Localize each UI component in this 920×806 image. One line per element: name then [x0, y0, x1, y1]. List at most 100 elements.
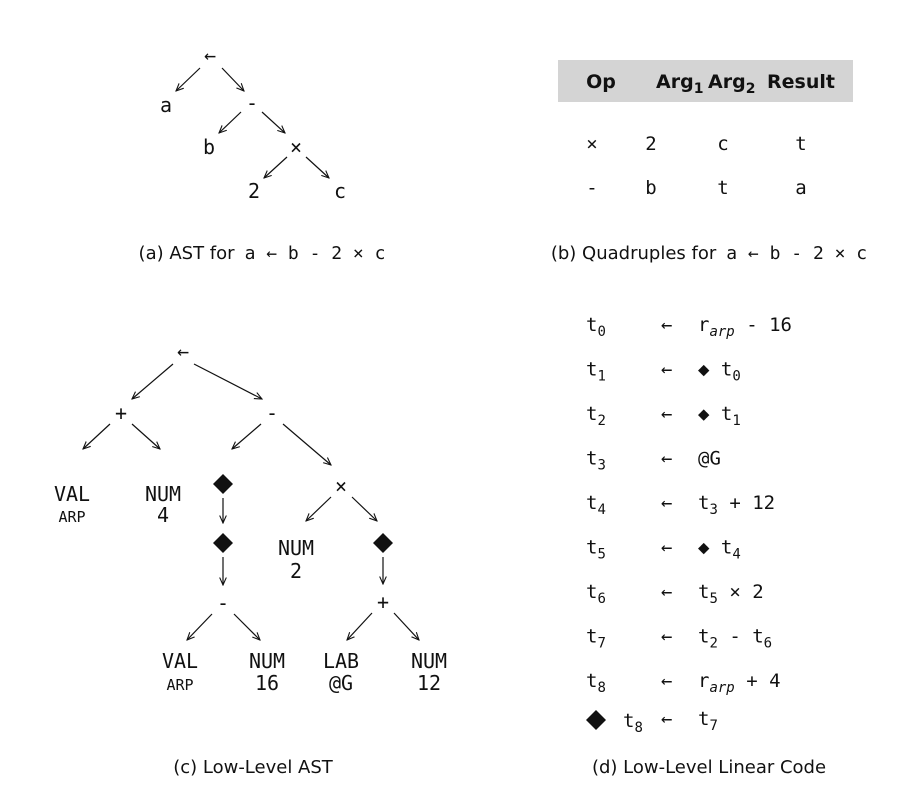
- panel-b-quadruples: Op Arg1 Arg2 Result × 2 c t - b t a (b) …: [551, 60, 867, 264]
- quad-header-op: Op: [586, 71, 616, 93]
- ast-edge: [221, 67, 244, 91]
- llast-node-at-g: @G: [329, 671, 353, 695]
- llast-node-plus: +: [115, 401, 127, 425]
- code-lhs: t8: [586, 670, 606, 696]
- ast-node-b: b: [203, 135, 215, 159]
- caption-a: (a) AST for a ← b - 2 × c: [139, 243, 386, 264]
- llast-edge: [393, 612, 419, 640]
- quad-cell-arg2: t: [717, 177, 728, 199]
- code-rhs: ◆ t0: [698, 359, 741, 385]
- code-last-lhs: t8: [623, 710, 643, 736]
- quad-cell-arg1: 2: [645, 133, 656, 155]
- ast-edge: [264, 156, 288, 178]
- caption-c: (c) Low-Level AST: [173, 757, 334, 778]
- llast-node-sixteen: 16: [255, 671, 279, 695]
- llast-edge: [232, 423, 262, 449]
- quad-cell-op: ×: [586, 133, 597, 155]
- quad-row: - b t a: [586, 177, 806, 199]
- llast-node-twelve: 12: [417, 671, 441, 695]
- panel-c-low-level-ast: ← + VAL ARP NUM 4 - - VAL ARP NUM 16 × N…: [54, 339, 447, 778]
- code-lhs: t3: [586, 448, 606, 474]
- llast-node-lab: LAB: [323, 649, 359, 673]
- llast-node-num-2: NUM: [278, 536, 314, 560]
- llast-node-two: 2: [290, 559, 302, 583]
- code-rhs: ◆ t4: [698, 537, 741, 563]
- code-lhs: t5: [586, 537, 606, 563]
- llast-node-minus-2: -: [217, 591, 229, 615]
- quad-header-bg: [558, 60, 853, 102]
- code-arrow: ←: [661, 403, 672, 425]
- code-arrow: ←: [661, 448, 672, 470]
- deref-diamond-icon: [586, 710, 606, 730]
- deref-diamond-icon: [213, 533, 233, 553]
- code-line: t6 ← t5 × 2: [586, 581, 764, 607]
- ast-node-two: 2: [248, 179, 260, 203]
- code-line: t2 ← ◆ t1: [586, 403, 741, 429]
- code-rhs: @G: [698, 448, 721, 470]
- code-rhs: t5 × 2: [698, 581, 764, 607]
- llast-edge: [282, 423, 331, 465]
- llast-node-num: NUM: [145, 482, 181, 506]
- caption-d: (d) Low-Level Linear Code: [592, 757, 826, 778]
- code-lhs: t6: [586, 581, 606, 607]
- code-arrow: ←: [661, 537, 672, 559]
- caption-b-prefix: (b) Quadruples for: [551, 243, 717, 264]
- code-last-rhs: t7: [698, 708, 718, 734]
- llast-node-plus-2: +: [377, 590, 389, 614]
- quad-cell-arg2: c: [717, 133, 728, 155]
- code-arrow: ←: [661, 314, 672, 336]
- code-lhs: t0: [586, 314, 606, 340]
- code-arrow: ←: [661, 492, 672, 514]
- code-line: t4 ← t3 + 12: [586, 492, 775, 518]
- code-arrow: ←: [661, 581, 672, 603]
- llast-edge: [131, 423, 160, 449]
- code-lhs: t2: [586, 403, 606, 429]
- llast-node-num-16: NUM: [249, 649, 285, 673]
- code-lhs: t7: [586, 626, 606, 652]
- code-arrow: ←: [661, 708, 672, 730]
- llast-node-arp: ARP: [58, 508, 85, 526]
- llast-node-times: ×: [335, 474, 347, 498]
- llast-edge: [233, 613, 260, 640]
- ast-node-minus: -: [246, 91, 258, 115]
- code-rhs: rarp + 4: [698, 670, 781, 696]
- quad-cell-op: -: [586, 177, 597, 199]
- llast-edge: [347, 612, 373, 640]
- quad-cell-result: a: [795, 177, 806, 199]
- code-line: t7←t2 - t6: [586, 626, 772, 652]
- quad-cell-arg1: b: [645, 177, 656, 199]
- caption-b-expr: a ← b - 2 × c: [726, 243, 867, 264]
- ast-node-times: ×: [290, 135, 302, 159]
- llast-node-num-12: NUM: [411, 649, 447, 673]
- llast-edge: [193, 363, 262, 399]
- llast-node-val: VAL: [54, 482, 90, 506]
- llast-edge: [306, 496, 332, 521]
- llast-edge: [83, 423, 111, 449]
- ast-edge: [305, 156, 329, 178]
- caption-a-prefix: (a) AST for: [139, 243, 236, 264]
- code-line: t5 ← ◆ t4: [586, 537, 741, 563]
- llast-node-val-2: VAL: [162, 649, 198, 673]
- ast-node-a: a: [160, 93, 172, 117]
- code-rhs: t3 + 12: [698, 492, 775, 518]
- code-line: t3 ← @G: [586, 448, 721, 474]
- code-rhs: rarp - 16: [698, 314, 792, 340]
- code-arrow: ←: [661, 670, 672, 692]
- llast-node-four: 4: [157, 503, 169, 527]
- code-rhs: ◆ t1: [698, 403, 741, 429]
- quad-header-result: Result: [767, 71, 835, 93]
- caption-b: (b) Quadruples for a ← b - 2 × c: [551, 243, 867, 264]
- llast-node-minus: -: [266, 401, 278, 425]
- code-lhs: t4: [586, 492, 606, 518]
- ast-node-c: c: [334, 179, 346, 203]
- llast-edge: [187, 613, 213, 640]
- quad-header-arg2: Arg2: [708, 71, 755, 97]
- quad-cell-result: t: [795, 133, 806, 155]
- code-last-line: t8 ← t7: [586, 708, 718, 736]
- deref-diamond-icon: [213, 474, 233, 494]
- llast-node-arp-2: ARP: [166, 676, 193, 694]
- caption-a-expr: a ← b - 2 × c: [245, 243, 386, 264]
- deref-diamond-icon: [373, 533, 393, 553]
